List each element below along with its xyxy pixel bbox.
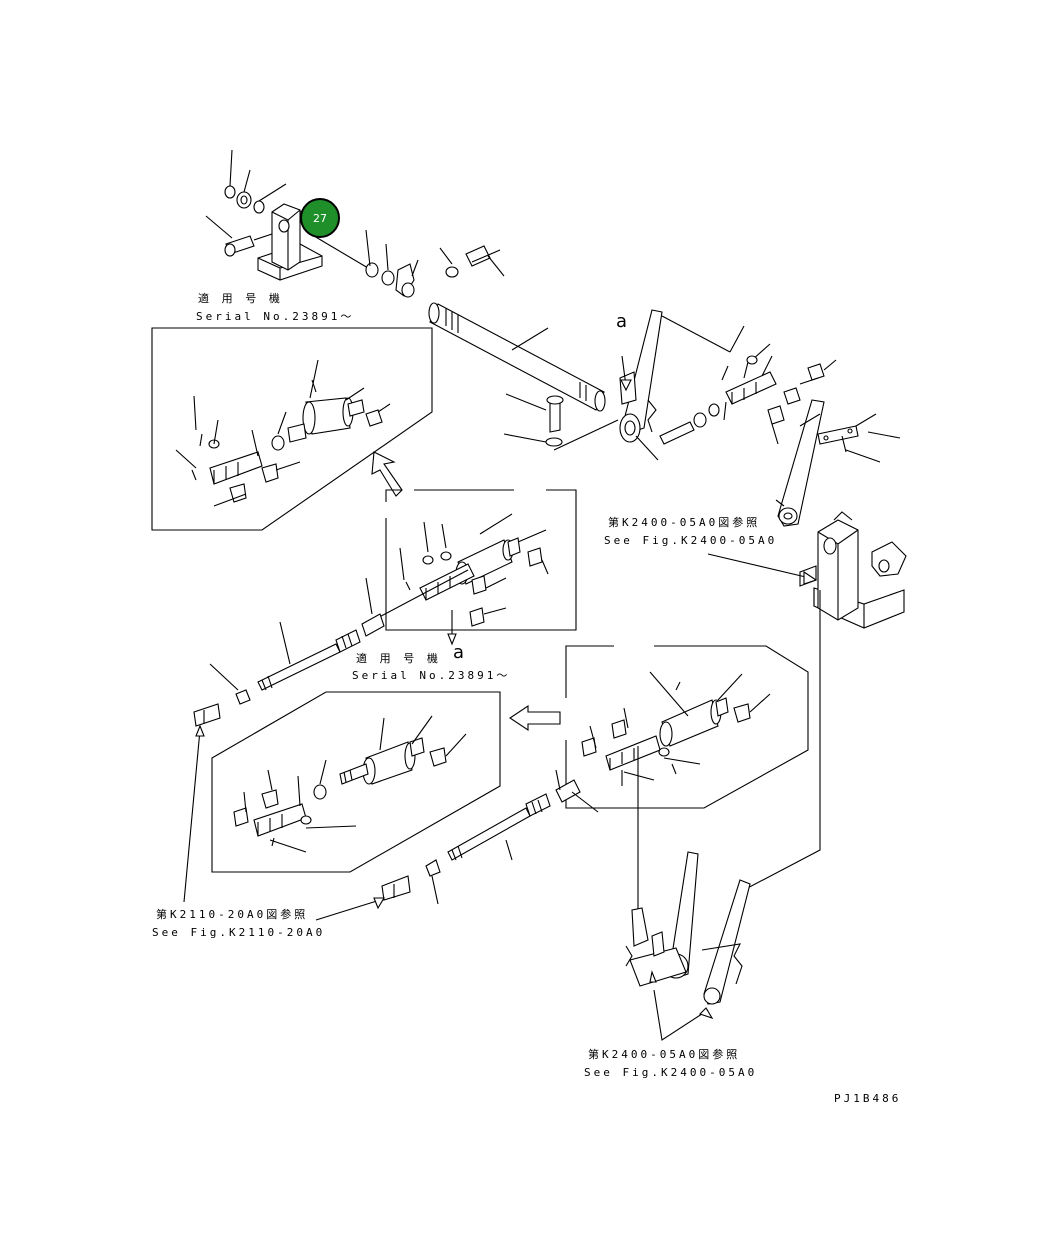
serial-mid-jp: 適 用 号 機: [356, 652, 441, 665]
clamp-parts: [313, 229, 505, 298]
ref-leaders: [620, 355, 818, 585]
inset-box-middle: [361, 489, 577, 646]
ref-right-en: See Fig.K2400-05A0: [604, 534, 778, 547]
inset-box-lower: [211, 691, 501, 873]
drawing-code: PJ1B486: [834, 1092, 902, 1105]
upper-lever: [619, 309, 901, 527]
ref-left-jp: 第K2110-20A0図参照: [156, 908, 309, 921]
callout-27[interactable]: 27: [300, 198, 340, 238]
ref-bottom-jp: 第K2400-05A0図参照: [588, 1048, 741, 1061]
marker-a-mid: a: [453, 642, 465, 663]
serial-top-en: Serial No.23891～: [196, 310, 355, 323]
callout-number: 27: [313, 211, 327, 225]
serial-mid-en: Serial No.23891～: [352, 669, 511, 682]
bracket-assembly: [205, 149, 331, 281]
lower-levers: [625, 851, 751, 1041]
ref-left-en: See Fig.K2110-20A0: [152, 926, 326, 939]
inset-box-right: [565, 645, 809, 942]
hollow-arrow-upper: [371, 451, 403, 497]
right-base-bracket: [739, 511, 907, 893]
marker-a-top: a: [616, 311, 628, 332]
ref-right-jp: 第K2400-05A0図参照: [608, 516, 761, 529]
inset-box-upper: [151, 327, 433, 531]
main-shaft: [428, 302, 619, 451]
ref-bottom-en: See Fig.K2400-05A0: [584, 1066, 758, 1079]
rod-left: [183, 621, 361, 903]
serial-top-jp: 適 用 号 機: [198, 292, 283, 305]
rod-right: [315, 769, 599, 921]
hollow-arrow-lower: [509, 704, 561, 732]
